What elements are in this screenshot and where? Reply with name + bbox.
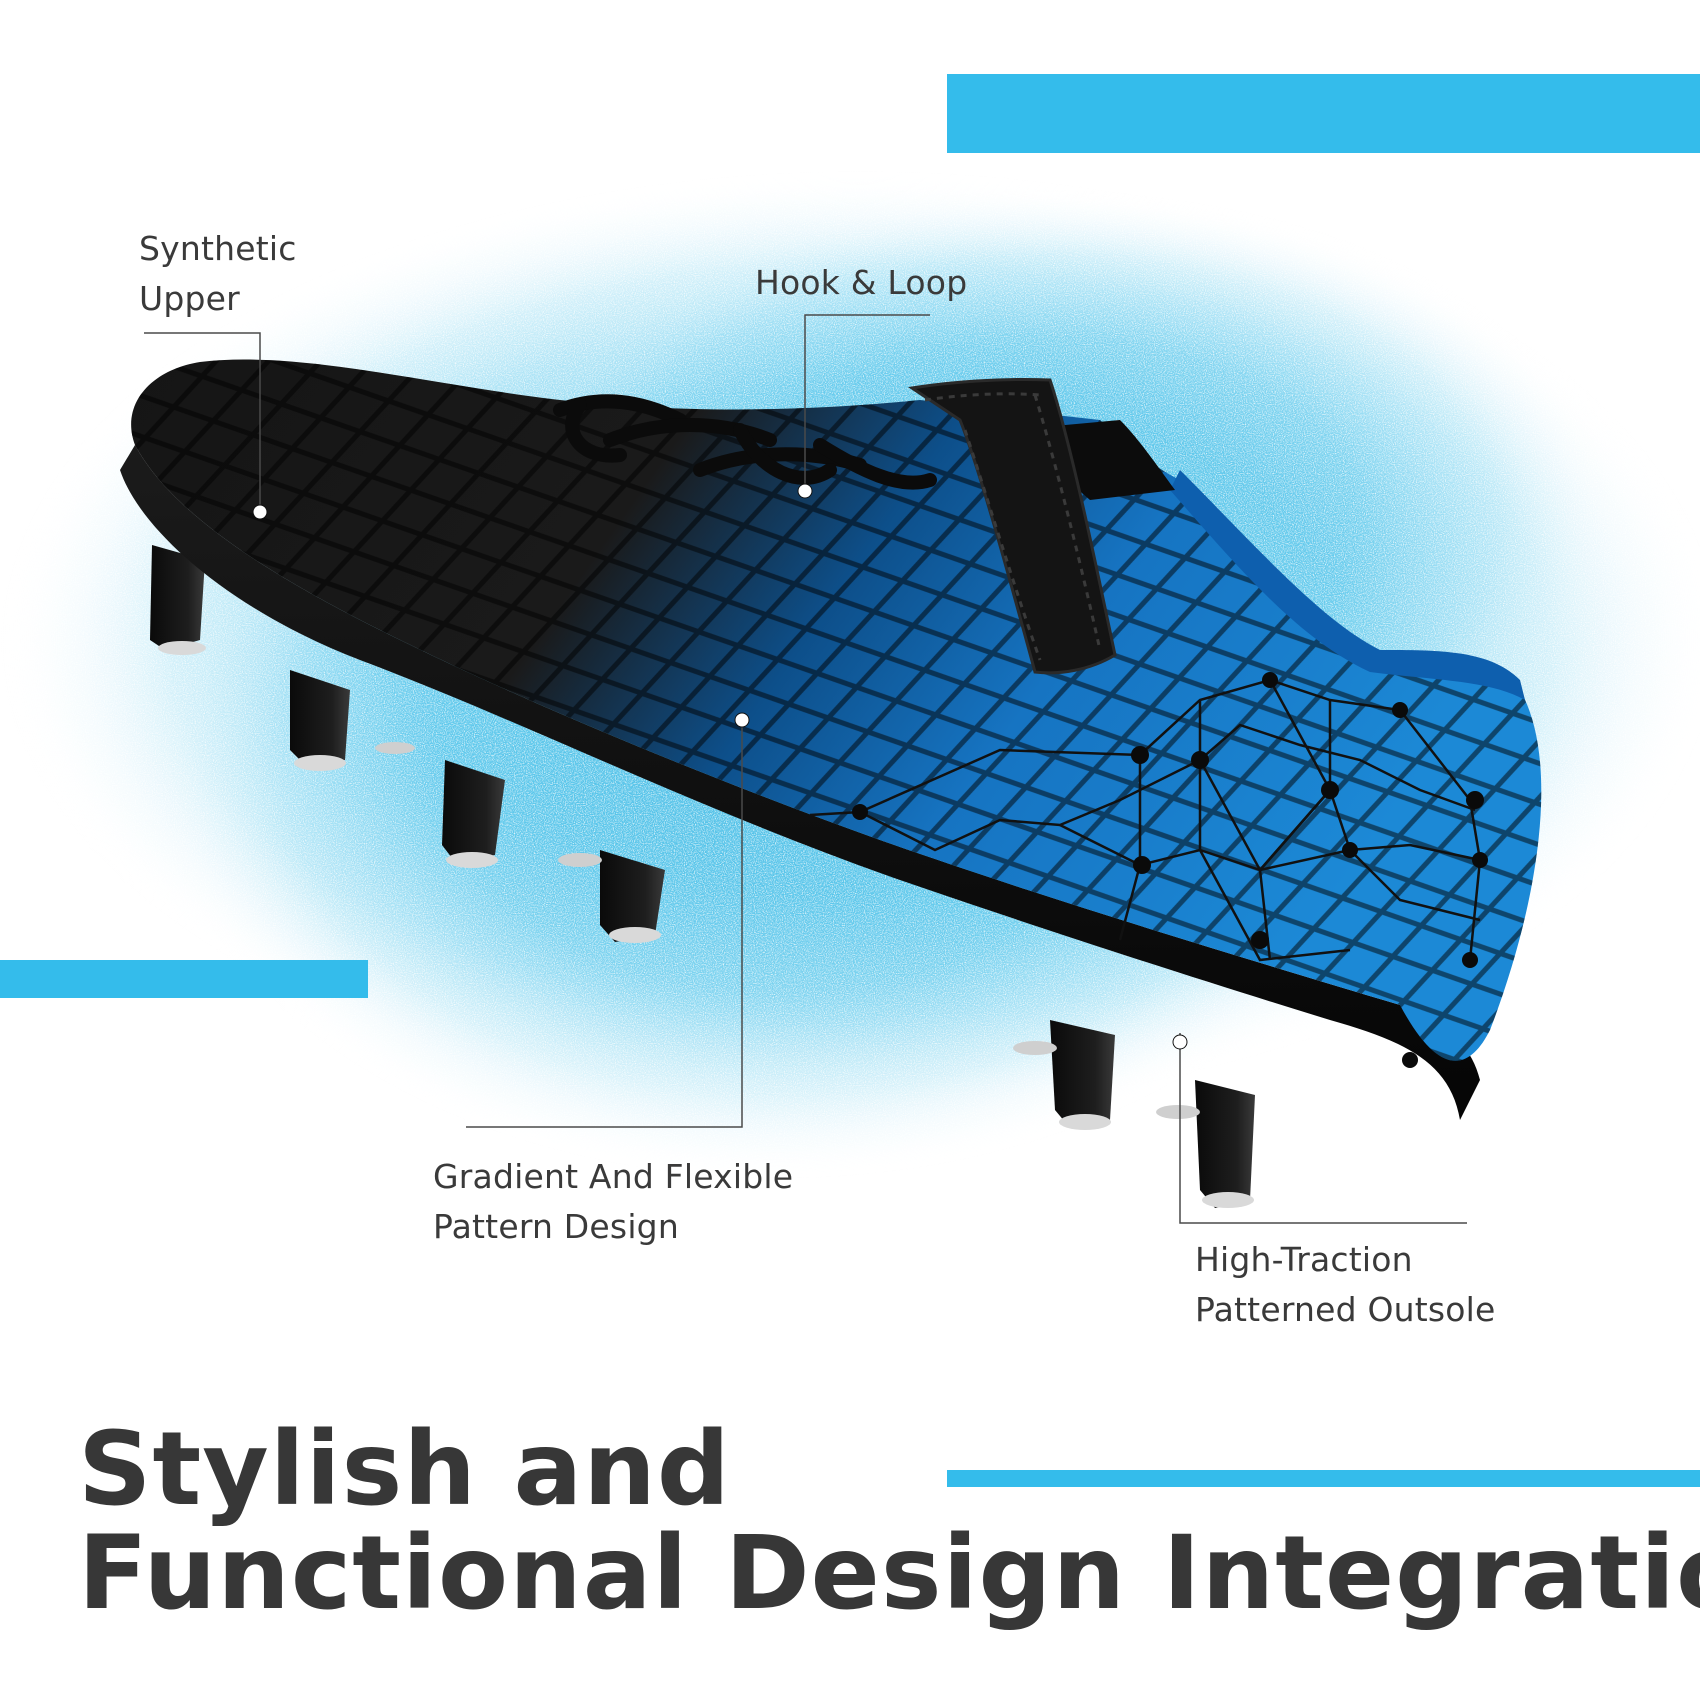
accent-bar-bottom bbox=[947, 1470, 1700, 1487]
callout-dot-hook bbox=[797, 483, 813, 499]
callout-text: Upper bbox=[139, 279, 240, 318]
callout-text: High-Traction bbox=[1195, 1240, 1413, 1279]
accent-bar-top bbox=[947, 74, 1700, 153]
shoelaces bbox=[553, 394, 937, 490]
headline-line-2: Functional Design Integration bbox=[78, 1514, 1700, 1633]
callout-text: Pattern Design bbox=[433, 1207, 679, 1246]
callout-text: Gradient And Flexible bbox=[433, 1157, 794, 1196]
callout-label-outsole: High-Traction Patterned Outsole bbox=[1195, 1235, 1496, 1335]
callout-text: Patterned Outsole bbox=[1195, 1290, 1496, 1329]
headline: Stylish and Functional Design Integratio… bbox=[78, 1418, 1700, 1626]
outsole bbox=[120, 445, 1480, 1120]
web-nodes bbox=[852, 672, 1488, 1068]
callout-dot-outsole bbox=[1172, 1034, 1188, 1050]
accent-bar-left bbox=[0, 960, 368, 998]
callout-label-synthetic-upper: Synthetic Upper bbox=[139, 224, 297, 324]
studs bbox=[150, 545, 1255, 1208]
callout-text: Synthetic bbox=[139, 229, 297, 268]
velcro-strap bbox=[907, 377, 1117, 675]
callout-text: Hook & Loop bbox=[755, 263, 968, 302]
callout-dot-gradient bbox=[734, 712, 750, 728]
callout-label-gradient-pattern: Gradient And Flexible Pattern Design bbox=[433, 1152, 793, 1252]
headline-line-1: Stylish and bbox=[78, 1410, 731, 1529]
callout-label-hook-and-loop: Hook & Loop bbox=[755, 258, 967, 308]
callout-dot-upper bbox=[252, 504, 268, 520]
collar bbox=[1170, 470, 1525, 700]
